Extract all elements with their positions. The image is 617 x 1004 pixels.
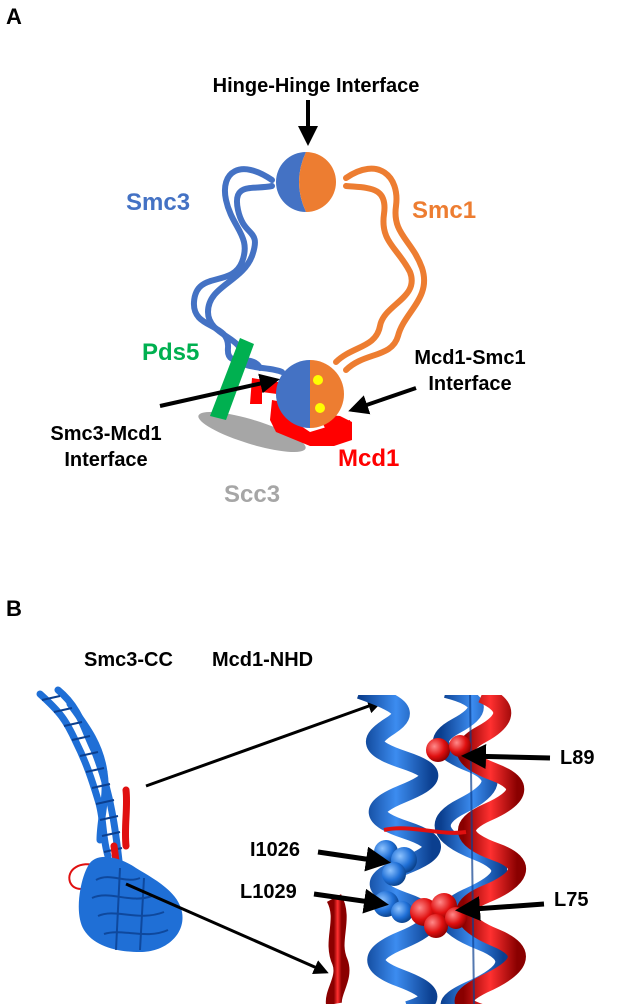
mcd1-label: Mcd1 bbox=[338, 445, 399, 472]
smc3-hinge-half bbox=[276, 152, 306, 212]
overview-structure bbox=[36, 686, 183, 952]
l75-label: L75 bbox=[554, 889, 588, 911]
smc1-arm bbox=[333, 165, 427, 373]
mcd1-smc1-interface-arrow bbox=[348, 386, 417, 415]
panel-b-letter: B bbox=[6, 596, 22, 621]
l89-arrow bbox=[461, 743, 551, 769]
i1026-label: I1026 bbox=[250, 839, 300, 861]
smc3-cc-legend: Smc3-CC bbox=[84, 649, 173, 671]
hinge-interface-label: Hinge-Hinge Interface bbox=[213, 75, 420, 97]
smc3-mcd1-interface-arrow bbox=[159, 373, 280, 408]
mcd1-loop bbox=[383, 826, 467, 835]
smc3-mcd1-interface-label-line1: Smc3-Mcd1 bbox=[50, 423, 161, 445]
panel-a-letter: A bbox=[6, 4, 22, 29]
pds5-label: Pds5 bbox=[142, 339, 199, 366]
mcd1-smc1-interface-label-line2: Interface bbox=[428, 373, 511, 395]
i1026-arrow bbox=[317, 846, 391, 872]
overview-globular-domain bbox=[78, 856, 183, 952]
smc3-mcd1-interface-label-line2: Interface bbox=[64, 449, 147, 471]
hinge-domain bbox=[276, 152, 336, 212]
zoom-view bbox=[325, 695, 526, 1004]
pds5-shape bbox=[210, 338, 254, 420]
mcd1-helix-left-fragment bbox=[325, 894, 350, 1004]
scc3-shape bbox=[198, 412, 306, 452]
scc3-label: Scc3 bbox=[224, 481, 280, 508]
smc3-helix-left bbox=[357, 695, 441, 1004]
smc1-hinge-half bbox=[299, 152, 336, 212]
mcd1-contact-site bbox=[315, 403, 325, 413]
zoom-line-top bbox=[145, 698, 383, 788]
l89-label: L89 bbox=[560, 747, 594, 769]
smc1-label: Smc1 bbox=[412, 197, 476, 224]
zoom-line-bottom bbox=[125, 882, 329, 975]
l1029-arrow bbox=[313, 888, 389, 914]
l75-arrow bbox=[455, 896, 545, 922]
mcd1-nhd-legend: Mcd1-NHD bbox=[212, 649, 313, 671]
smc3-arm bbox=[191, 166, 285, 375]
smc3-label: Smc3 bbox=[126, 189, 190, 216]
mcd1-contact-site bbox=[313, 375, 323, 385]
mcd1-smc1-interface-label-line1: Mcd1-Smc1 bbox=[414, 347, 525, 369]
smc3-head-half bbox=[276, 360, 310, 428]
head-domain bbox=[276, 360, 344, 428]
l1029-label: L1029 bbox=[240, 881, 297, 903]
